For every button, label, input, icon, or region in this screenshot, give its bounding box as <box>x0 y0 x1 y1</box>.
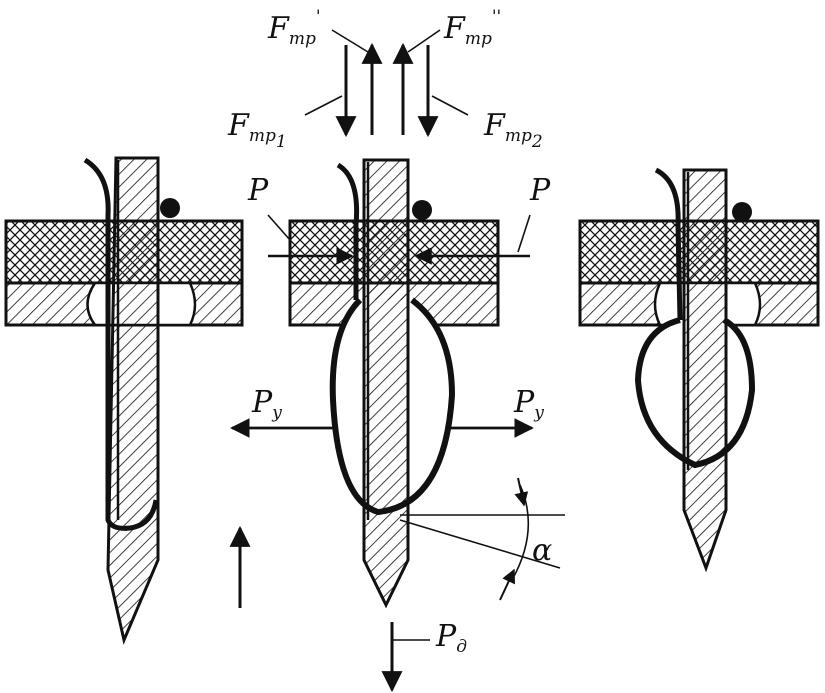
p-right-leader <box>517 214 531 253</box>
label-p-left: P <box>247 173 269 208</box>
label-py-left: Py <box>251 385 282 423</box>
alpha-arc-arrow-bottom <box>499 568 516 601</box>
label-ftr-prime: Fтр' <box>267 7 321 49</box>
left-assembly <box>4 156 244 645</box>
left-thread-knot <box>160 198 180 218</box>
center-needle <box>362 158 410 609</box>
left-needle <box>106 156 160 645</box>
alpha-arc <box>511 484 530 581</box>
p-left-leader <box>267 214 291 241</box>
alpha-arc-arrow-top <box>514 477 529 507</box>
label-ftr1: Fтр1 <box>227 108 287 152</box>
label-p-right: P <box>529 173 551 208</box>
ftr2-leader <box>431 95 469 116</box>
alpha-line-slant <box>399 519 561 569</box>
ftr1-leader <box>304 95 343 116</box>
left-thread <box>83 157 159 531</box>
label-pd: Pд <box>435 619 467 657</box>
label-ftr2: Fтр2 <box>483 108 543 152</box>
center-assembly <box>230 29 565 693</box>
label-ftr-double: Fтр'' <box>443 7 501 49</box>
center-thread <box>336 162 360 300</box>
center-thread-knot <box>412 200 432 220</box>
ftr-double-leader <box>407 29 441 53</box>
label-py-right: Py <box>513 385 544 423</box>
label-alpha: α <box>532 533 552 568</box>
right-assembly <box>578 167 820 573</box>
ftr-prime-leader <box>331 29 369 53</box>
right-needle <box>682 168 728 573</box>
right-thread-knot <box>732 202 752 222</box>
right-thread <box>654 167 683 321</box>
